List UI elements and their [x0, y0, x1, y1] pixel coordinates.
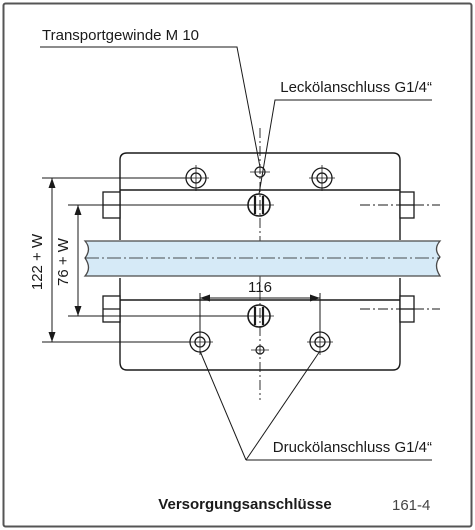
- dimension-122-w: [42, 177, 190, 343]
- label-dim-width: 116: [248, 279, 272, 296]
- dimension-76-w: [68, 204, 248, 317]
- dimension-116: [199, 293, 321, 336]
- rail-band: [83, 240, 442, 277]
- dim-arrow: [310, 294, 320, 302]
- dim-arrow: [200, 294, 210, 302]
- label-leak-oil-port: Leckölanschluss G1/4“: [280, 79, 432, 96]
- label-dim-inner: 76 + W: [55, 237, 72, 286]
- leader-lines: [40, 46, 432, 461]
- label-transport-thread: Transportgewinde M 10: [42, 27, 199, 44]
- label-dim-outer: 122 + W: [29, 233, 46, 290]
- figure-number: 161-4: [392, 497, 431, 514]
- dim-arrow: [74, 205, 82, 215]
- center-port-lower: [244, 304, 274, 328]
- lower-small-hole: [251, 345, 269, 355]
- dim-arrow: [48, 332, 56, 342]
- dim-arrow: [74, 306, 82, 316]
- port-upper-right: [309, 165, 335, 191]
- leak-oil-port-icon: [244, 193, 274, 217]
- port-lower-right: [307, 329, 333, 355]
- caption-title: Versorgungsanschlüsse: [158, 496, 332, 513]
- label-pressure-oil-port: Druckölanschluss G1/4“: [273, 439, 432, 456]
- dim-arrow: [48, 178, 56, 188]
